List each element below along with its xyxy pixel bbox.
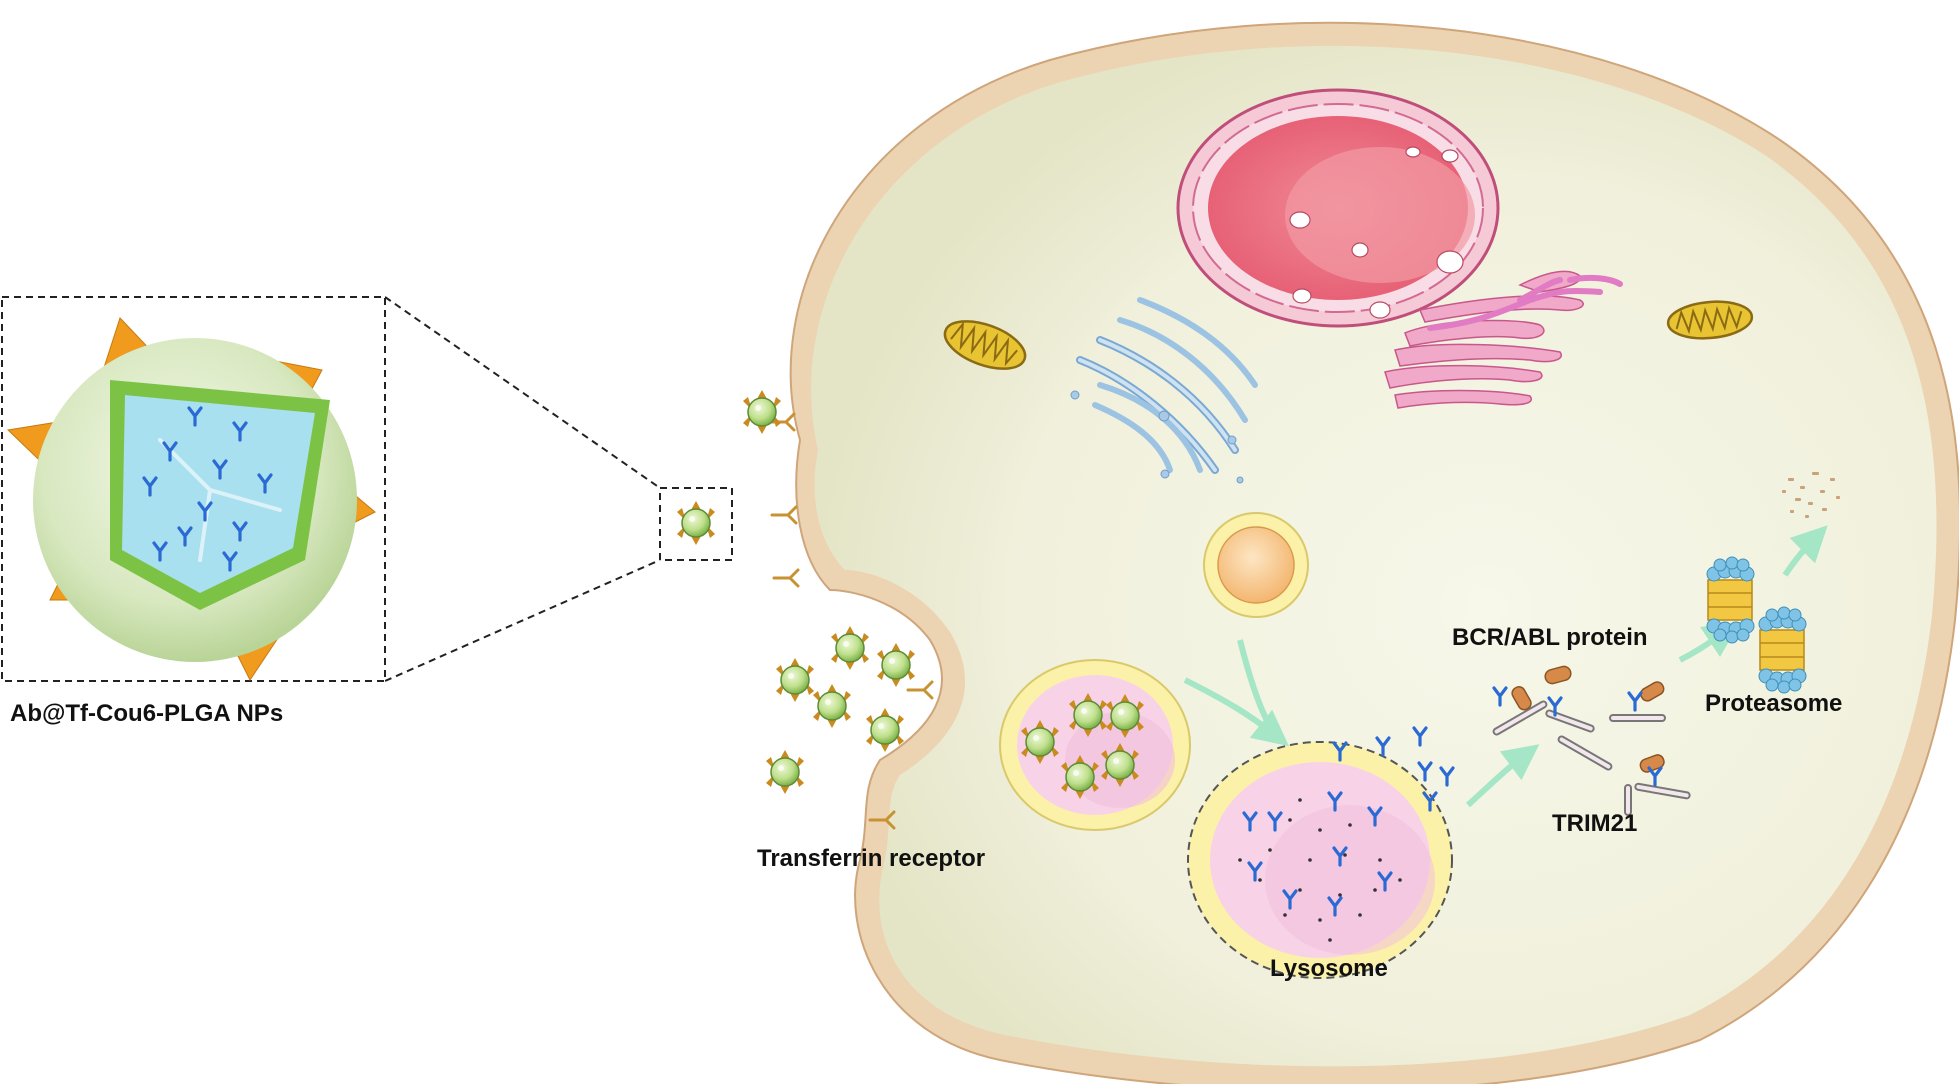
nanoparticle-label: Ab@Tf-Cou6-PLGA NPs [10,700,284,727]
nucleus [1176,88,1500,328]
nanoparticle-icon [742,389,782,435]
bcr-abl-label: BCR/ABL protein [1452,624,1648,651]
endosome [999,659,1191,831]
vesicle-icon [1203,512,1309,618]
mitochondrion-icon [1666,300,1754,340]
nanoparticle-detail [6,317,376,681]
zoom-source-box [659,487,733,561]
receptor-icon [772,568,800,588]
golgi-icon [1070,297,1258,484]
degraded-fragments [1782,472,1840,518]
transferrin-receptor-label: Transferrin receptor [757,845,986,872]
nanoparticle-icon [812,683,852,729]
trim21-label: TRIM21 [1552,810,1638,837]
mitochondrion-icon [943,320,1027,370]
nanoparticle-icon [765,749,805,795]
nanoparticle-icon [876,642,916,688]
receptor-icon [770,505,798,525]
lysosome [1187,741,1453,979]
proteasome-icon [1758,606,1807,694]
er-tubules [1427,274,1623,331]
lysosome-label: Lysosome [1270,955,1388,982]
trim21-complexes [1492,665,1691,816]
proteasome-label: Proteasome [1705,690,1843,717]
nanoparticle-icon [830,625,870,671]
nanoparticle-icon [865,707,905,753]
nanoparticle-icon [775,657,815,703]
receptor-icon [906,680,934,700]
proteasome-icon [1706,556,1755,644]
